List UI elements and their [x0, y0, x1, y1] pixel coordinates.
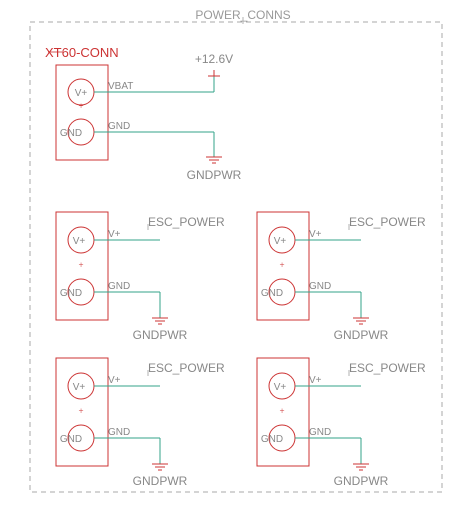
esc-ground-label: GNDPWR: [133, 328, 188, 342]
vbat-wire-label: VBAT: [108, 81, 133, 92]
esc-vplus-wire-label: V+: [309, 375, 322, 386]
esc-vplus-wire-label: V+: [108, 229, 121, 240]
esc-connector-body: [256, 211, 310, 321]
esc-ground-label: GNDPWR: [334, 328, 389, 342]
esc-vplus-wire-label: V+: [309, 229, 322, 240]
esc-pin-vplus-label: V+: [73, 382, 86, 393]
esc-connector-body: [55, 357, 109, 467]
main-connector[interactable]: XT60-CONN V+ + GND VBAT +12.6V GND GNDPW…: [45, 45, 242, 182]
esc-plus-mark: +: [279, 260, 284, 270]
supply-label: +12.6V: [195, 52, 233, 66]
main-connector-pin-vplus-label: V+: [75, 88, 88, 99]
esc-plus-mark: +: [78, 260, 83, 270]
esc-gnd-wire-label: GND: [309, 281, 331, 292]
esc-pin-vplus-label: V+: [274, 382, 287, 393]
esc-pin-gnd-label: GND: [60, 434, 82, 445]
main-connector-pin-gnd-label: GND: [60, 128, 82, 139]
ground-symbol-main: [206, 156, 222, 164]
sheet-frame: [29, 21, 443, 493]
esc-connector[interactable]: V+ + GND V+ ESC_POWER GND GNDPWR: [55, 211, 225, 342]
main-connector-plus-mark: +: [78, 101, 83, 111]
sheet-title: POWER_CONNS: [195, 8, 290, 22]
esc-pin-vplus-label: V+: [73, 236, 86, 247]
esc-gnd-wire-label: GND: [309, 427, 331, 438]
esc-power-net-label: ESC_POWER: [349, 361, 426, 375]
esc-pin-vplus-label: V+: [274, 236, 287, 247]
esc-pin-gnd-label: GND: [261, 288, 283, 299]
esc-plus-mark: +: [279, 406, 284, 416]
esc-connector-body: [55, 211, 109, 321]
esc-ground-label: GNDPWR: [133, 474, 188, 488]
esc-connector-body: [256, 357, 310, 467]
esc-gnd-wire-label: GND: [108, 281, 130, 292]
esc-plus-mark: +: [78, 406, 83, 416]
esc-gnd-wire-label: GND: [108, 427, 130, 438]
esc-power-net-label: ESC_POWER: [148, 215, 225, 229]
esc-power-net-label: ESC_POWER: [148, 361, 225, 375]
main-connector-ref: XT60-CONN: [45, 45, 119, 60]
esc-pin-gnd-label: GND: [60, 288, 82, 299]
esc-connector[interactable]: V+ + GND V+ ESC_POWER GND GNDPWR: [256, 211, 426, 342]
esc-connector[interactable]: V+ + GND V+ ESC_POWER GND GNDPWR: [256, 357, 426, 488]
main-gnd-wire-label: GND: [108, 121, 130, 132]
esc-vplus-wire-label: V+: [108, 375, 121, 386]
esc-connector[interactable]: V+ + GND V+ ESC_POWER GND GNDPWR: [55, 357, 225, 488]
esc-ground-label: GNDPWR: [334, 474, 389, 488]
main-connector-body: [55, 64, 109, 161]
main-ground-label: GNDPWR: [187, 168, 242, 182]
esc-pin-gnd-label: GND: [261, 434, 283, 445]
esc-power-net-label: ESC_POWER: [349, 215, 426, 229]
